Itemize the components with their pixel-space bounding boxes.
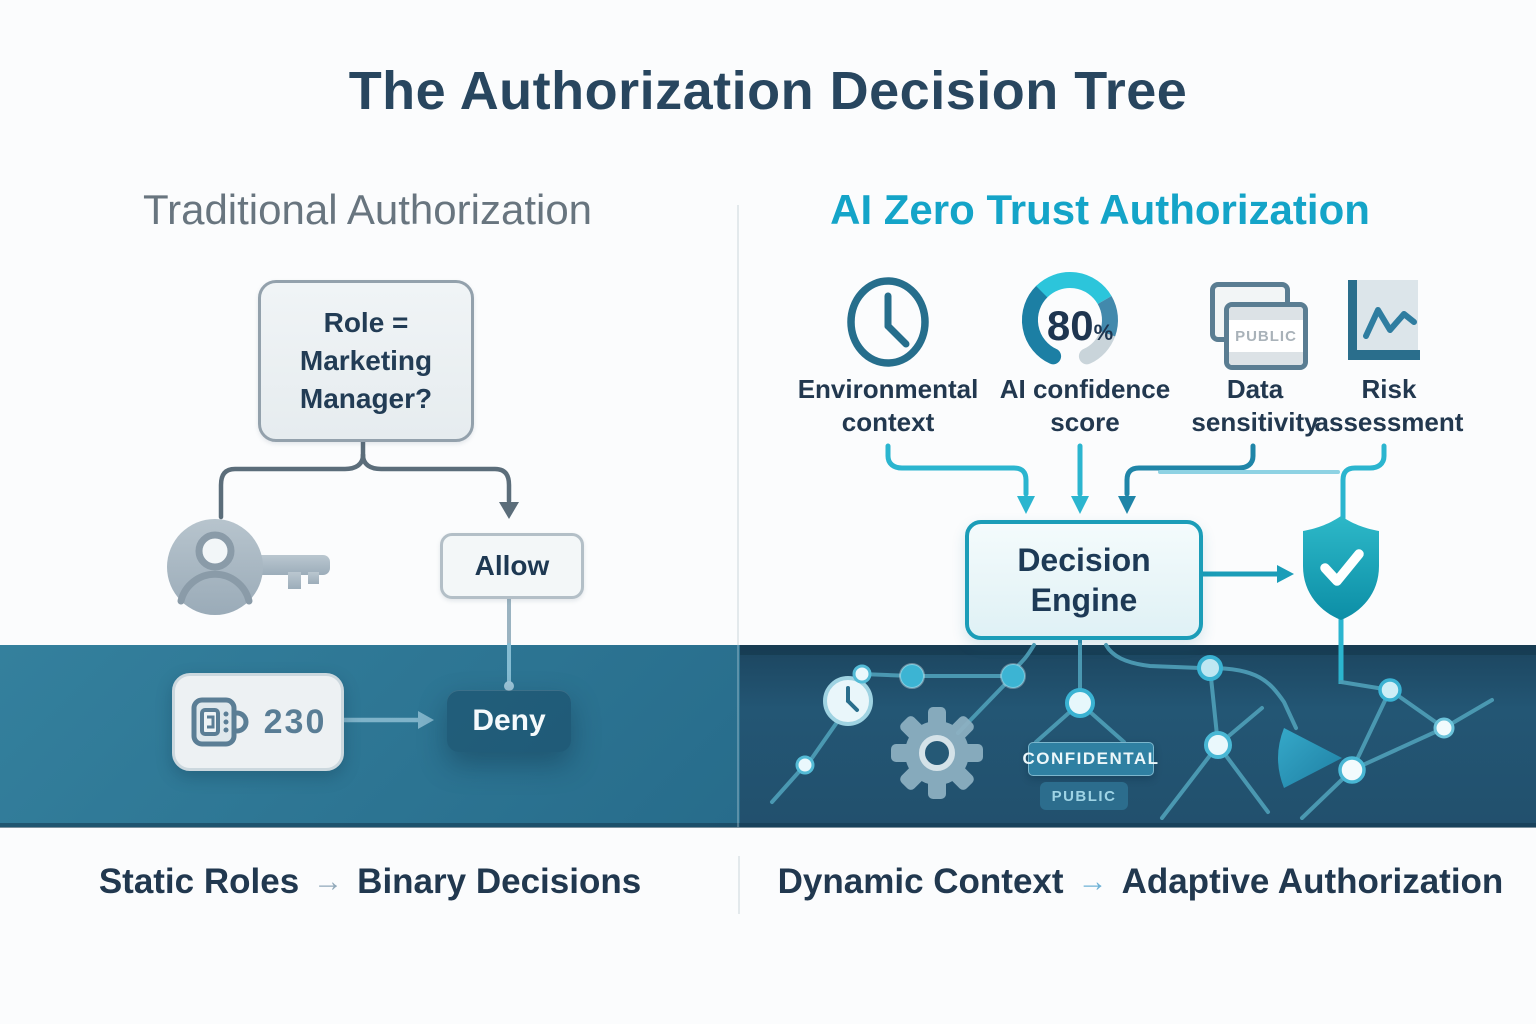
decision-engine-box: Decision Engine (965, 520, 1203, 640)
factor-connectors (885, 443, 1387, 533)
gauge-value: 80 % (1030, 302, 1130, 350)
network-nodes (795, 655, 1455, 784)
left-section-heading: Traditional Authorization (143, 186, 593, 233)
allow-deny-line (504, 594, 514, 691)
right-caption-a: Dynamic Context (777, 862, 1064, 901)
play-icon (1278, 728, 1342, 788)
right-caption-b: Adaptive Authorization (1121, 862, 1504, 901)
role-condition-box: Role = Marketing Manager? (258, 280, 474, 442)
chart-icon (1348, 280, 1420, 360)
page-title: The Authorization Decision Tree (348, 61, 1188, 121)
public-label: PUBLIC (1040, 782, 1128, 810)
deny-arrow (339, 711, 434, 729)
clock-icon (847, 277, 929, 367)
band-clock-icon (823, 676, 873, 726)
shield-check-icon (1303, 516, 1379, 620)
confidential-label: CONFIDENTAL (1022, 742, 1158, 776)
dark-band-left (0, 645, 740, 827)
data-card-front-icon: PUBLIC (1224, 302, 1308, 370)
tree-connector (218, 434, 512, 520)
gauge-number: 80 (1046, 302, 1094, 349)
engine-shield-arrow (1199, 565, 1294, 583)
right-caption: Dynamic Context → Adaptive Authorization (745, 862, 1536, 902)
factor-label-risk-assessment: Risk assessment (1314, 374, 1464, 437)
right-arrow-icon: → (313, 865, 344, 898)
badge-card: 230 (172, 673, 344, 771)
tree-arrowhead (499, 502, 519, 519)
right-arrow-icon: → (1077, 865, 1108, 898)
caption-divider (738, 856, 740, 914)
card-footer-band (1229, 352, 1303, 365)
factor-label-ai-confidence-score: AI confidence score (999, 374, 1171, 437)
id-badge-icon (191, 697, 249, 747)
gauge-icon (1021, 272, 1118, 365)
gauge-unit: % (1093, 320, 1114, 345)
right-section-heading: AI Zero Trust Authorization (830, 186, 1370, 233)
badge-count: 230 (263, 702, 327, 741)
column-divider (737, 205, 739, 645)
band-network (770, 643, 1494, 820)
dark-band-bottom-edge (0, 823, 1536, 828)
dark-band-top-edge (740, 645, 1536, 655)
deny-box: Deny (447, 690, 571, 752)
allow-box: Allow (440, 533, 584, 599)
left-caption-b: Binary Decisions (357, 862, 642, 901)
card-public-label: PUBLIC (1235, 327, 1297, 345)
person-key-icon (167, 519, 330, 615)
card-header-band (1229, 307, 1303, 320)
factor-label-data-sensitivity: Data sensitivity (1191, 374, 1319, 437)
left-caption: Static Roles → Binary Decisions (0, 862, 740, 902)
gear-icon (891, 707, 983, 799)
factor-label-environmental-context: Environmental context (797, 374, 979, 437)
left-caption-a: Static Roles (98, 862, 300, 901)
band-divider (737, 645, 739, 827)
